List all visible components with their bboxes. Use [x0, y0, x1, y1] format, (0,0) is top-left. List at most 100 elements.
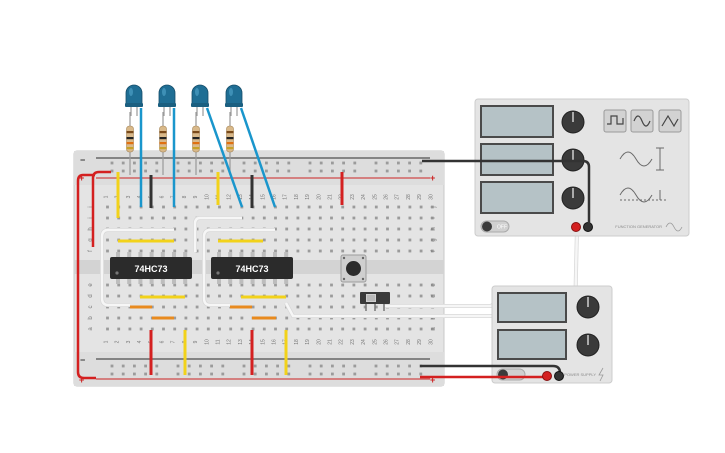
breadboard-hole[interactable]: [363, 283, 367, 287]
red-wire-rail[interactable]: [91, 170, 111, 247]
breadboard-hole[interactable]: [296, 216, 300, 220]
rail-hole[interactable]: [353, 161, 357, 165]
square-wave-button[interactable]: [603, 109, 627, 133]
breadboard-hole[interactable]: [285, 249, 289, 253]
rail-hole[interactable]: [187, 169, 191, 173]
breadboard-hole[interactable]: [341, 305, 345, 309]
breadboard-hole[interactable]: [341, 227, 345, 231]
breadboard-hole[interactable]: [363, 205, 367, 209]
breadboard-hole[interactable]: [307, 216, 311, 220]
breadboard-hole[interactable]: [173, 283, 177, 287]
breadboard-hole[interactable]: [162, 249, 165, 253]
rail-hole[interactable]: [110, 372, 114, 376]
breadboard-hole[interactable]: [330, 283, 333, 287]
breadboard-hole[interactable]: [318, 227, 322, 231]
breadboard-hole[interactable]: [307, 294, 311, 298]
breadboard-hole[interactable]: [397, 283, 401, 287]
rail-hole[interactable]: [331, 161, 334, 165]
rail-hole[interactable]: [408, 169, 411, 173]
breadboard-hole[interactable]: [184, 283, 188, 287]
led[interactable]: [158, 84, 176, 116]
breadboard-hole[interactable]: [128, 216, 132, 220]
rail-hole[interactable]: [121, 364, 125, 368]
breadboard-hole[interactable]: [251, 249, 255, 253]
function-generator[interactable]: OFF FUNCTION GENERATOR: [474, 98, 690, 237]
breadboard-hole[interactable]: [173, 327, 177, 331]
breadboard-hole[interactable]: [363, 305, 367, 309]
breadboard-hole[interactable]: [285, 316, 289, 320]
breadboard-hole[interactable]: [128, 294, 132, 298]
breadboard-hole[interactable]: [430, 327, 434, 331]
breadboard-hole[interactable]: [296, 238, 300, 242]
breadboard-hole[interactable]: [374, 205, 378, 209]
breadboard-hole[interactable]: [386, 283, 389, 287]
rail-hole[interactable]: [397, 364, 400, 368]
rail-hole[interactable]: [144, 161, 147, 165]
rail-hole[interactable]: [353, 372, 357, 376]
rail-hole[interactable]: [287, 372, 291, 376]
rail-hole[interactable]: [176, 364, 180, 368]
breadboard-hole[interactable]: [285, 327, 289, 331]
breadboard-hole[interactable]: [419, 238, 423, 242]
breadboard-hole[interactable]: [341, 249, 345, 253]
breadboard-hole[interactable]: [218, 294, 221, 298]
breadboard-hole[interactable]: [195, 294, 199, 298]
breadboard-hole[interactable]: [330, 249, 333, 253]
breadboard-hole[interactable]: [397, 249, 401, 253]
rail-hole[interactable]: [319, 161, 323, 165]
rail-hole[interactable]: [210, 161, 213, 165]
breadboard-hole[interactable]: [285, 205, 289, 209]
rail-hole[interactable]: [199, 364, 202, 368]
breadboard-hole[interactable]: [352, 238, 356, 242]
breadboard-hole[interactable]: [397, 327, 401, 331]
breadboard-hole[interactable]: [307, 205, 311, 209]
breadboard-hole[interactable]: [106, 216, 109, 220]
rail-hole[interactable]: [187, 161, 191, 165]
breadboard-hole[interactable]: [419, 283, 423, 287]
breadboard-hole[interactable]: [128, 327, 132, 331]
breadboard-hole[interactable]: [251, 283, 255, 287]
breadboard-hole[interactable]: [352, 216, 356, 220]
pushbutton-cap[interactable]: [346, 261, 361, 276]
breadboard-hole[interactable]: [318, 205, 322, 209]
breadboard-hole[interactable]: [374, 227, 378, 231]
rail-hole[interactable]: [342, 372, 345, 376]
sine-wave-button[interactable]: [630, 109, 654, 133]
external-wires[interactable]: [76, 159, 591, 381]
rail-hole[interactable]: [397, 372, 400, 376]
breadboard-hole[interactable]: [352, 294, 356, 298]
breadboard-hole[interactable]: [150, 305, 154, 309]
rail-hole[interactable]: [342, 169, 345, 173]
breadboard-hole[interactable]: [374, 283, 378, 287]
rail-hole[interactable]: [121, 161, 125, 165]
rail-hole[interactable]: [199, 372, 202, 376]
board-jumpers[interactable]: [116, 172, 344, 375]
slide-switch[interactable]: [360, 292, 390, 311]
rail-hole[interactable]: [308, 372, 312, 376]
rail-hole[interactable]: [374, 161, 378, 165]
rail-hole[interactable]: [210, 372, 213, 376]
breadboard-hole[interactable]: [229, 327, 233, 331]
breadboard-hole[interactable]: [363, 227, 367, 231]
breadboard-hole[interactable]: [173, 305, 177, 309]
rail-hole[interactable]: [199, 161, 202, 165]
breadboard-hole[interactable]: [195, 205, 199, 209]
breadboard-hole[interactable]: [318, 238, 322, 242]
breadboard-hole[interactable]: [419, 249, 423, 253]
rail-hole[interactable]: [276, 161, 279, 165]
breadboard-hole[interactable]: [117, 327, 121, 331]
breadboard-hole[interactable]: [419, 327, 423, 331]
breadboard-hole[interactable]: [262, 249, 266, 253]
breadboard-hole[interactable]: [430, 283, 434, 287]
breadboard-hole[interactable]: [296, 249, 300, 253]
breadboard-hole[interactable]: [285, 283, 289, 287]
breadboard-hole[interactable]: [274, 205, 277, 209]
breadboard-hole[interactable]: [184, 205, 188, 209]
rail-hole[interactable]: [155, 161, 159, 165]
breadboard-hole[interactable]: [341, 238, 345, 242]
breadboard-hole[interactable]: [218, 205, 221, 209]
led[interactable]: [225, 84, 243, 116]
breadboard-hole[interactable]: [318, 305, 322, 309]
breadboard-hole[interactable]: [363, 327, 367, 331]
